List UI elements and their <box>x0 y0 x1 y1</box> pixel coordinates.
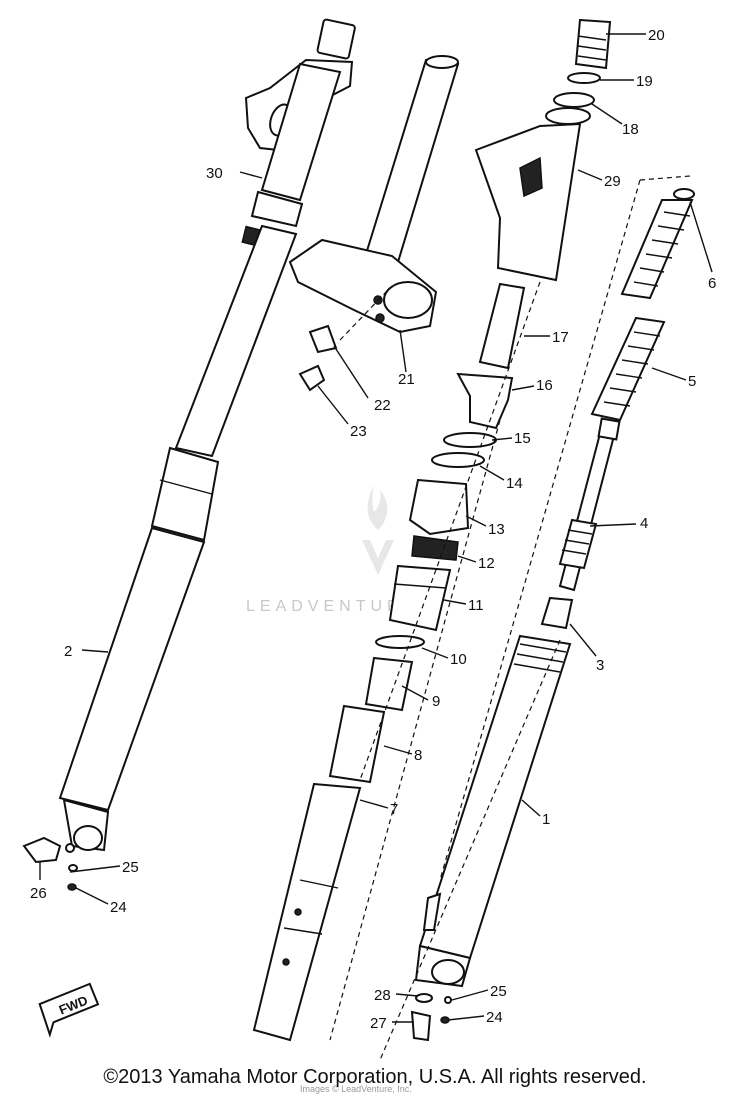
o-ring-10 <box>375 635 425 649</box>
holder-29-top <box>545 107 591 125</box>
callout-18: 18 <box>622 121 639 138</box>
gasket-28 <box>415 993 433 1003</box>
outer-tube-lug <box>422 892 442 931</box>
left-cap <box>316 18 356 60</box>
left-axle-boss <box>73 825 103 851</box>
callout-25-right: 25 <box>490 983 507 1000</box>
watermark-small-text: Images © LeadVenture, Inc. <box>300 1084 412 1094</box>
drain-bolt-26 <box>22 836 62 864</box>
bracket-bolt-hole-b <box>375 313 385 323</box>
bushing-11 <box>388 564 452 632</box>
ring-15 <box>443 432 497 448</box>
drain-screw-27 <box>410 1010 432 1042</box>
callout-20: 20 <box>648 27 665 44</box>
callout-26: 26 <box>30 885 47 902</box>
washer-24-left <box>67 883 77 891</box>
washer-18 <box>553 92 595 108</box>
callout-14: 14 <box>506 475 523 492</box>
right-fork-assembly <box>379 18 695 1061</box>
washer-25-right <box>444 996 452 1004</box>
piston-8 <box>328 704 386 784</box>
callout-2: 2 <box>64 643 72 660</box>
steering-stem <box>364 58 460 264</box>
callout-22: 22 <box>374 397 391 414</box>
callout-28: 28 <box>374 987 391 1004</box>
callout-11: 11 <box>468 597 484 614</box>
callout-30: 30 <box>206 165 223 182</box>
watermark-text: LEADVENTURE <box>246 598 419 615</box>
copyright-notice: ©2013 Yamaha Motor Corporation, U.S.A. A… <box>103 1066 647 1088</box>
left-fork-tube <box>174 224 298 458</box>
callout-6: 6 <box>708 275 716 292</box>
collar-17 <box>478 282 526 370</box>
spring-6 <box>620 199 694 300</box>
callout-21: 21 <box>398 371 415 388</box>
callout-12: 12 <box>478 555 495 572</box>
axle-boss-1 <box>431 959 465 985</box>
slide-metal-9 <box>364 656 414 712</box>
callout-5: 5 <box>688 373 696 390</box>
left-sleeve <box>150 446 220 542</box>
callout-13: 13 <box>488 521 505 538</box>
washer-24-right <box>440 1016 450 1024</box>
washer-25-left <box>65 843 75 853</box>
taper-spindle-3 <box>540 596 574 630</box>
callout-labels: 20 19 18 29 6 5 4 3 1 30 2 17 16 15 14 1… <box>30 27 716 1032</box>
callout-8: 8 <box>414 747 422 764</box>
spring-5 <box>590 316 666 422</box>
ring-14 <box>431 452 485 468</box>
spring-seat-6 <box>673 188 695 200</box>
stem-top <box>425 55 459 69</box>
outer-tube-1 <box>418 634 572 960</box>
steering-stem-assembly <box>288 55 460 392</box>
callout-25-left: 25 <box>122 859 139 876</box>
callout-19: 19 <box>636 73 653 90</box>
callout-9: 9 <box>432 693 440 710</box>
callout-29: 29 <box>604 173 621 190</box>
left-lower-tube <box>58 526 206 812</box>
cap-bolt-20 <box>574 18 612 70</box>
seat-16 <box>456 372 514 430</box>
left-clamp <box>250 190 304 228</box>
callout-23: 23 <box>350 423 367 440</box>
left-drain-bolt-group <box>22 836 78 891</box>
left-upper-tube <box>260 62 342 202</box>
washer-12 <box>411 535 459 561</box>
callout-24-right: 24 <box>486 1009 503 1026</box>
callout-17: 17 <box>552 329 569 346</box>
inner-tube-7 <box>252 782 362 1042</box>
leader-lines <box>39 33 713 1023</box>
forward-arrow-icon: FWD <box>38 982 100 1038</box>
callout-3: 3 <box>596 657 604 674</box>
under-bracket-clamp <box>383 281 433 319</box>
callout-10: 10 <box>450 651 467 668</box>
oil-seal-13 <box>408 478 470 536</box>
o-ring-19 <box>567 72 601 84</box>
holder-29-slot <box>519 156 543 198</box>
clip-22 <box>308 324 338 354</box>
callout-24-left: 24 <box>110 899 127 916</box>
outer-holder-29 <box>474 122 582 282</box>
callout-1: 1 <box>542 811 550 828</box>
rod-top <box>597 417 621 441</box>
callout-7: 7 <box>390 801 398 818</box>
leadventure-watermark-logo <box>362 485 394 575</box>
callout-27: 27 <box>370 1015 387 1032</box>
bolt-23 <box>298 364 326 392</box>
damper-internal-stack <box>252 107 591 1042</box>
left-fork-assembly <box>58 18 356 852</box>
callout-15: 15 <box>514 430 531 447</box>
rebound-spring-4 <box>558 518 598 570</box>
washer-25b-left <box>68 864 78 872</box>
callout-16: 16 <box>536 377 553 394</box>
callout-4: 4 <box>640 515 648 532</box>
